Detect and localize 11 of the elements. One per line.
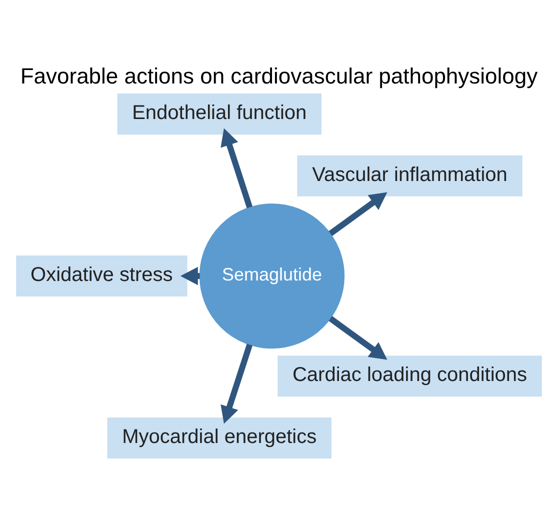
- diagram-title: Favorable actions on cardiovascular pathophysiology: [20, 64, 538, 89]
- node-box: Cardiac loading conditions: [278, 356, 542, 397]
- arrow: [328, 192, 388, 236]
- node-box: Oxidative stress: [16, 256, 188, 297]
- arrow: [220, 128, 253, 208]
- node-box: Vascular inflammation: [297, 155, 522, 196]
- node-box: Myocardial energetics: [107, 417, 332, 458]
- arrow: [220, 344, 253, 424]
- arrow: [328, 316, 388, 360]
- node-box: Endothelial function: [117, 94, 322, 135]
- node-circle: Semaglutide: [199, 203, 345, 349]
